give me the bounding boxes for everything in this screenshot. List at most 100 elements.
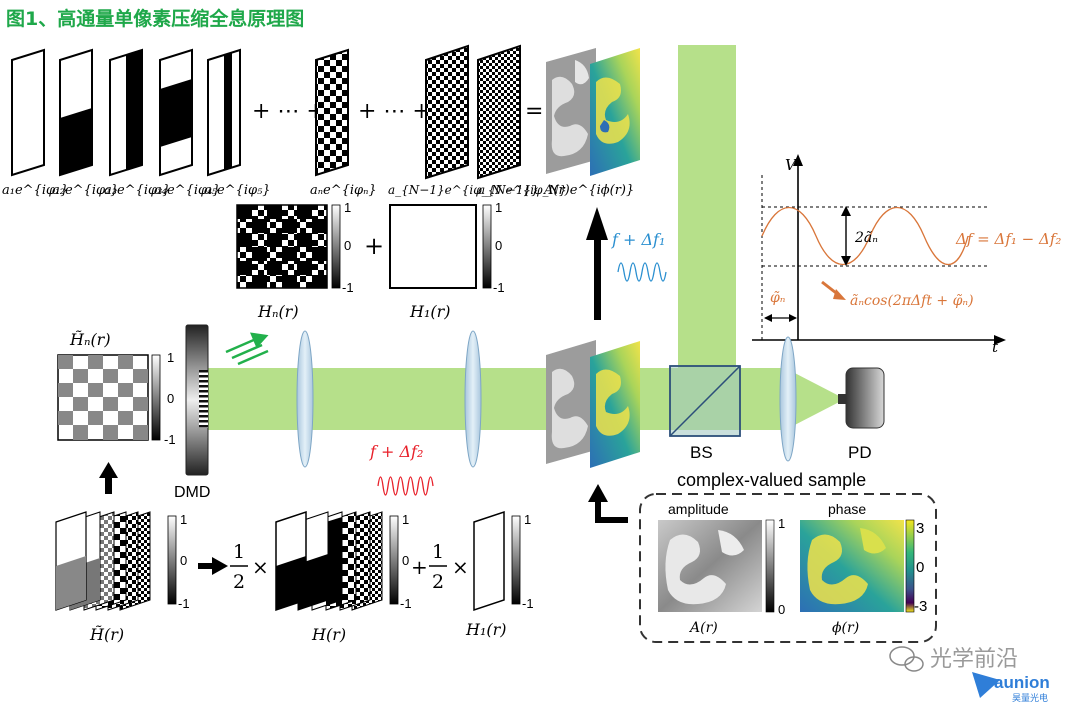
dmd-label: DMD	[174, 484, 210, 501]
plus-sign: +	[364, 232, 384, 260]
right-arrow	[198, 557, 228, 575]
sample-amplitude-image: 1 0	[658, 516, 785, 617]
focus-beam	[785, 368, 845, 430]
sample-box-title: complex-valued sample	[677, 470, 866, 490]
photodiode	[838, 367, 885, 429]
lens-1	[296, 330, 314, 468]
svg-text:0: 0	[167, 391, 174, 406]
svg-text:-1: -1	[522, 596, 534, 611]
aunion-logo-icon	[972, 672, 1000, 698]
pattern-2	[59, 48, 93, 177]
beam-splitter	[669, 365, 741, 437]
op-1: + ⋯ +	[252, 99, 325, 124]
htilde-label: H̃(r)	[89, 625, 124, 644]
svg-text:1: 1	[432, 541, 444, 563]
svg-text:1: 1	[495, 200, 502, 215]
plus-2: +	[411, 555, 428, 579]
result-phase-image	[590, 48, 640, 176]
label-a1: a₁e^{iφ₁}	[2, 183, 69, 198]
pattern-N	[477, 44, 521, 180]
bottom-stack-2: 1 0 -1	[275, 510, 412, 612]
hn-panel: 1 0 -1	[236, 200, 354, 295]
times-1: ×	[252, 555, 269, 579]
svg-text:0: 0	[344, 238, 351, 253]
svg-text:0: 0	[180, 553, 187, 568]
svg-text:-1: -1	[342, 280, 354, 295]
pattern-n	[315, 48, 349, 177]
label-result: A(r)e^{iϕ(r)}	[543, 183, 634, 198]
bs-label: BS	[690, 443, 713, 462]
wave-blue	[617, 262, 667, 282]
vertical-beam	[678, 45, 736, 368]
label-a4: a₄e^{iφ₄}	[154, 183, 221, 198]
wave-red	[377, 476, 434, 496]
delta-f-label: Δf = Δf₁ − Δf₂	[955, 230, 1061, 248]
bottom-stack-1: 1 0 -1	[55, 511, 190, 611]
op-2: + ⋯ +	[358, 99, 431, 124]
svg-text:-1: -1	[400, 596, 412, 611]
amplitude-title: amplitude	[668, 501, 729, 517]
waveform-plot	[752, 154, 1006, 345]
sample-box	[639, 493, 937, 643]
lens-2	[464, 330, 482, 468]
brand-subtext: 昊量光电	[1012, 692, 1048, 704]
dmd-device	[185, 324, 209, 476]
pattern-n-1	[425, 44, 469, 180]
label-a5: a₅e^{iφ₅}	[204, 183, 271, 198]
hook-arrow	[588, 484, 628, 523]
fraction-2: 1 2	[429, 541, 447, 593]
left-hn-label: H̃ₙ(r)	[69, 330, 111, 349]
sample-phase-image: 3 0 -3	[800, 519, 927, 615]
svg-text:0: 0	[495, 238, 502, 253]
svg-text:2: 2	[432, 571, 444, 593]
pattern-1	[11, 48, 45, 177]
svg-text:-3: -3	[914, 598, 927, 615]
svg-text:-1: -1	[493, 280, 505, 295]
svg-text:0: 0	[778, 602, 785, 617]
up-arrow	[586, 207, 608, 320]
lens-3	[779, 336, 797, 462]
phase-label: φ̃ₙ	[770, 290, 786, 306]
bottom-h1-pattern: 1 -1	[473, 510, 534, 612]
amp-label: 2ãₙ	[854, 230, 878, 246]
h1-bottom-label: H₁(r)	[465, 620, 507, 639]
label-aN: a_N e^{iφ_N}	[478, 183, 567, 197]
phase-title: phase	[828, 501, 866, 517]
svg-text:1: 1	[524, 512, 531, 527]
h1-label: H₁(r)	[409, 302, 451, 321]
freq-bottom-label: f + Δf₂	[369, 442, 423, 461]
hn-label: Hₙ(r)	[257, 302, 299, 321]
brand-text: aunion	[994, 673, 1050, 692]
label-a2: a₂e^{iφ₂}	[52, 183, 119, 198]
svg-text:2: 2	[233, 571, 245, 593]
svg-text:1: 1	[167, 350, 174, 365]
result-amplitude-image	[546, 48, 596, 174]
times-2: ×	[452, 555, 469, 579]
signal-label: ãₙcos(2πΔft + φ̃ₙ)	[850, 293, 974, 309]
svg-text:-1: -1	[178, 596, 190, 611]
pattern-5	[207, 48, 241, 177]
fraction-1: 1 2	[230, 541, 248, 593]
op-3: =	[525, 99, 543, 124]
pd-label: PD	[848, 443, 872, 462]
svg-text:1: 1	[402, 512, 409, 527]
pattern-3	[109, 48, 143, 177]
svg-text:1: 1	[778, 516, 785, 531]
left-hn-panel: 1 0 -1	[57, 350, 176, 447]
t-axis-label: t	[992, 338, 999, 356]
figure-title: 图1、高通量单像素压缩全息原理图	[6, 7, 304, 30]
wechat-icon	[889, 646, 924, 672]
svg-text:1: 1	[344, 200, 351, 215]
freq-top-label: f + Δf₁	[611, 230, 665, 249]
label-a3: a₃e^{iφ₃}	[104, 183, 171, 198]
svg-text:1: 1	[180, 512, 187, 527]
svg-text:0: 0	[916, 559, 924, 576]
left-up-arrow	[99, 462, 118, 494]
svg-text:1: 1	[233, 541, 245, 563]
svg-text:-1: -1	[164, 432, 176, 447]
h-label: H(r)	[311, 625, 346, 644]
watermark-text: 光学前沿	[930, 647, 1018, 672]
amplitude-label: A(r)	[688, 620, 718, 636]
